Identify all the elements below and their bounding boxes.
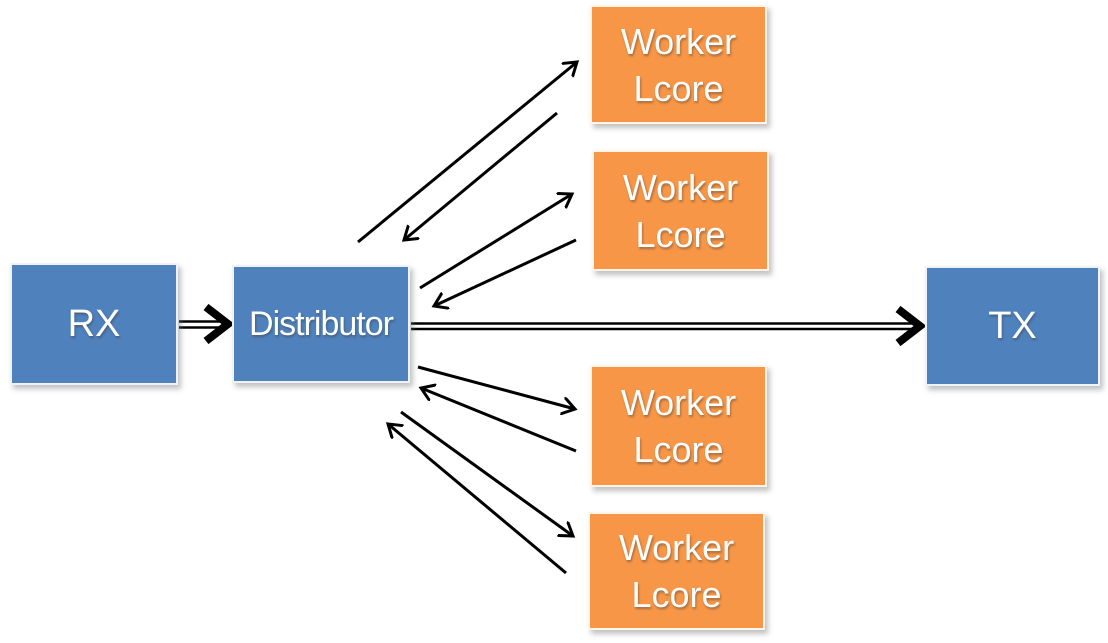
worker3-label-line2: Lcore — [633, 429, 724, 470]
node-tx: TX — [925, 266, 1100, 386]
node-worker-lcore-2: Worker Lcore — [592, 150, 769, 271]
arrow-worker4-to-distributor — [388, 424, 567, 575]
node-distributor: Distributor — [232, 265, 410, 383]
node-distributor-label: Distributor — [249, 304, 394, 343]
worker2-label-line2: Lcore — [635, 213, 726, 255]
worker1-label-line1: Worker — [620, 20, 737, 62]
arrow-worker2-to-distributor — [434, 238, 577, 306]
arrow-worker1-to-distributor — [404, 111, 558, 240]
arrow-rx-to-distributor — [179, 303, 235, 345]
worker4-label-line1: Worker — [618, 527, 735, 568]
arrow-distributor-to-worker3 — [417, 365, 575, 409]
arrow-distributor-to-worker4 — [400, 410, 573, 536]
worker1-label-line2: Lcore — [633, 67, 724, 109]
node-worker-lcore-1: Worker Lcore — [590, 5, 767, 124]
arrow-distributor-to-worker1 — [357, 62, 577, 244]
arrow-distributor-to-tx — [411, 305, 927, 347]
node-tx-label: TX — [988, 304, 1037, 347]
node-worker-lcore-4: Worker Lcore — [588, 512, 765, 630]
worker3-label-line1: Worker — [620, 382, 737, 423]
node-worker-lcore-3: Worker Lcore — [590, 365, 767, 487]
arrow-distributor-to-worker2 — [419, 194, 572, 290]
node-rx: RX — [10, 263, 178, 385]
arrow-worker3-to-distributor — [421, 388, 577, 453]
node-rx-label: RX — [67, 302, 121, 345]
worker2-label-line1: Worker — [622, 166, 739, 208]
worker4-label-line2: Lcore — [631, 574, 722, 615]
